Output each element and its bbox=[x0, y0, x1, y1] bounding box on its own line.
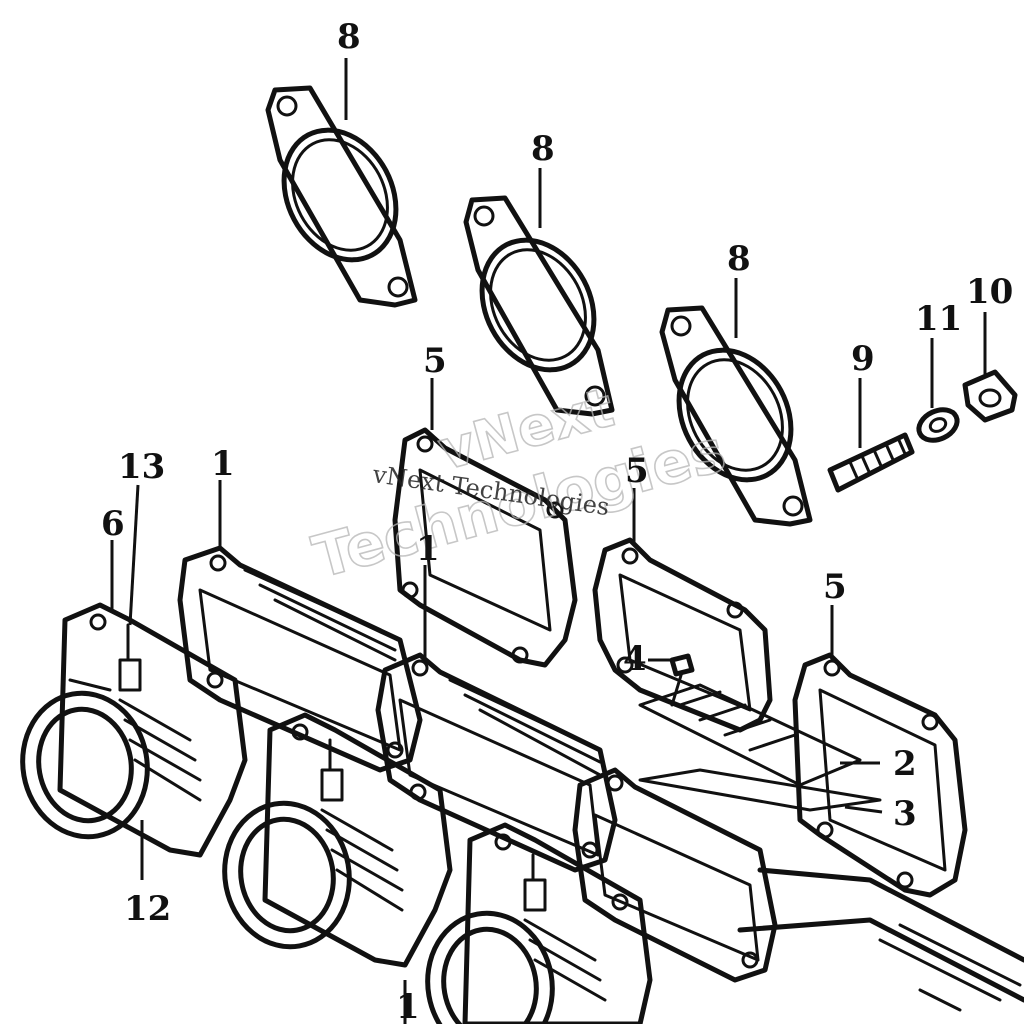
intake-joint-12-left bbox=[20, 602, 248, 858]
callout-6: 6 bbox=[101, 504, 125, 544]
callout-5c: 5 bbox=[823, 567, 847, 607]
screw-4 bbox=[669, 653, 695, 707]
callout-8b: 8 bbox=[531, 129, 555, 169]
callout-4: 4 bbox=[623, 639, 647, 679]
callout-11: 11 bbox=[915, 299, 962, 339]
intake-joint-12-middle bbox=[222, 712, 453, 968]
callout-8a: 8 bbox=[337, 17, 361, 57]
reed-gasket-5-right bbox=[792, 652, 968, 898]
gasket-8-middle bbox=[463, 195, 615, 417]
callout-1b: 1 bbox=[416, 529, 440, 569]
washer-11 bbox=[916, 407, 960, 443]
reed-gasket-5-middle bbox=[592, 537, 773, 733]
callout-1a: 1 bbox=[211, 444, 235, 484]
leader-lines bbox=[110, 58, 987, 1024]
callout-8c: 8 bbox=[727, 239, 751, 279]
reed-valve-2 bbox=[638, 683, 862, 787]
watermark: vNext Technologies vNext Technologies bbox=[305, 375, 733, 592]
callout-5b: 5 bbox=[625, 451, 649, 491]
callout-12: 12 bbox=[124, 889, 171, 929]
reed-block-1-right bbox=[572, 767, 778, 983]
stud-9 bbox=[827, 432, 915, 493]
crankcase-base bbox=[737, 867, 1024, 1012]
callout-1c: 1 bbox=[396, 987, 420, 1024]
callout-3: 3 bbox=[893, 794, 917, 834]
reed-gasket-5-left bbox=[392, 427, 578, 668]
nut-10 bbox=[962, 369, 1018, 423]
callout-10: 10 bbox=[966, 272, 1013, 312]
callouts: 8 8 8 10 11 9 5 5 5 1 1 1 4 2 3 13 6 12 bbox=[101, 17, 1013, 1024]
gasket-8-right bbox=[659, 305, 813, 527]
callout-13: 13 bbox=[118, 447, 165, 487]
callout-5a: 5 bbox=[423, 341, 447, 381]
reed-stopper-3 bbox=[638, 768, 882, 812]
callout-9: 9 bbox=[851, 339, 875, 379]
intake-joint-12-right bbox=[425, 822, 653, 1024]
gasket-8-left bbox=[265, 85, 418, 308]
callout-2: 2 bbox=[893, 744, 917, 784]
